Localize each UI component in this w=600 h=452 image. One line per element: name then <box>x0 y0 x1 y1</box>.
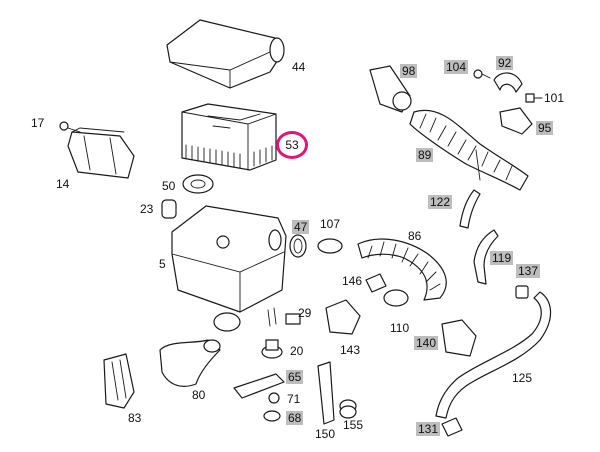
holder-140 <box>441 319 477 357</box>
clip-131 <box>441 417 463 437</box>
label-92: 92 <box>496 56 514 70</box>
label-101: 101 <box>544 91 565 105</box>
label-68: 68 <box>286 411 304 425</box>
label-44: 44 <box>292 60 306 74</box>
clip-146 <box>365 273 387 293</box>
label-86: 86 <box>408 229 422 243</box>
grommet-23 <box>161 199 177 219</box>
callout-53[interactable]: 53 <box>276 131 308 159</box>
air-mass-sensor-98 <box>369 65 412 113</box>
label-14: 14 <box>56 177 70 191</box>
clamp-107 <box>317 238 343 254</box>
label-89: 89 <box>416 148 434 162</box>
valve-143 <box>325 299 361 335</box>
label-104: 104 <box>444 60 469 74</box>
label-20: 20 <box>290 344 304 358</box>
label-143: 143 <box>340 343 361 357</box>
label-119: 119 <box>490 251 514 265</box>
grommet-50 <box>182 174 214 194</box>
air-cleaner-housing-5 <box>171 205 287 332</box>
bracket-65 <box>233 373 285 399</box>
washer-68 <box>263 410 281 422</box>
label-17: 17 <box>31 116 45 130</box>
tube-122 <box>459 189 481 229</box>
seal-strip-150 <box>317 361 335 425</box>
elbow-80 <box>159 339 221 387</box>
connector-29 <box>285 313 301 325</box>
air-duct-86 <box>357 238 447 301</box>
grommet-20 <box>261 339 283 359</box>
label-5: 5 <box>159 257 166 271</box>
label-107: 107 <box>320 217 341 231</box>
pipe-119 <box>473 229 499 285</box>
label-71: 71 <box>287 392 301 406</box>
label-155: 155 <box>343 418 364 432</box>
label-131: 131 <box>416 422 441 436</box>
label-110: 110 <box>390 321 410 335</box>
air-cleaner-cover-44 <box>166 19 285 89</box>
clip-137 <box>515 285 529 299</box>
label-125: 125 <box>512 371 533 385</box>
clamp-92 <box>493 72 523 93</box>
filter-element-53 <box>181 103 277 171</box>
screw-104 <box>473 69 491 79</box>
label-47: 47 <box>292 220 310 234</box>
hose-125 <box>435 291 552 419</box>
clamp-110 <box>383 289 409 307</box>
label-137: 137 <box>516 264 541 278</box>
label-83: 83 <box>128 411 142 425</box>
label-23: 23 <box>140 202 154 216</box>
label-140: 140 <box>414 336 439 350</box>
seal-ring-47 <box>289 234 307 258</box>
label-150: 150 <box>315 427 336 441</box>
label-65: 65 <box>286 370 304 384</box>
bolt-101 <box>525 93 543 103</box>
label-95: 95 <box>536 121 554 135</box>
snorkel-83 <box>103 353 135 409</box>
label-50: 50 <box>162 179 176 193</box>
label-80: 80 <box>192 388 206 402</box>
bushing-155 <box>339 399 357 419</box>
label-146: 146 <box>342 274 363 288</box>
nut-71 <box>268 392 280 404</box>
label-98: 98 <box>400 64 418 78</box>
bracket-14 <box>59 121 135 179</box>
bracket-95 <box>499 107 533 135</box>
label-122: 122 <box>428 195 453 209</box>
label-29: 29 <box>298 306 312 320</box>
intake-hose-89 <box>409 109 529 191</box>
